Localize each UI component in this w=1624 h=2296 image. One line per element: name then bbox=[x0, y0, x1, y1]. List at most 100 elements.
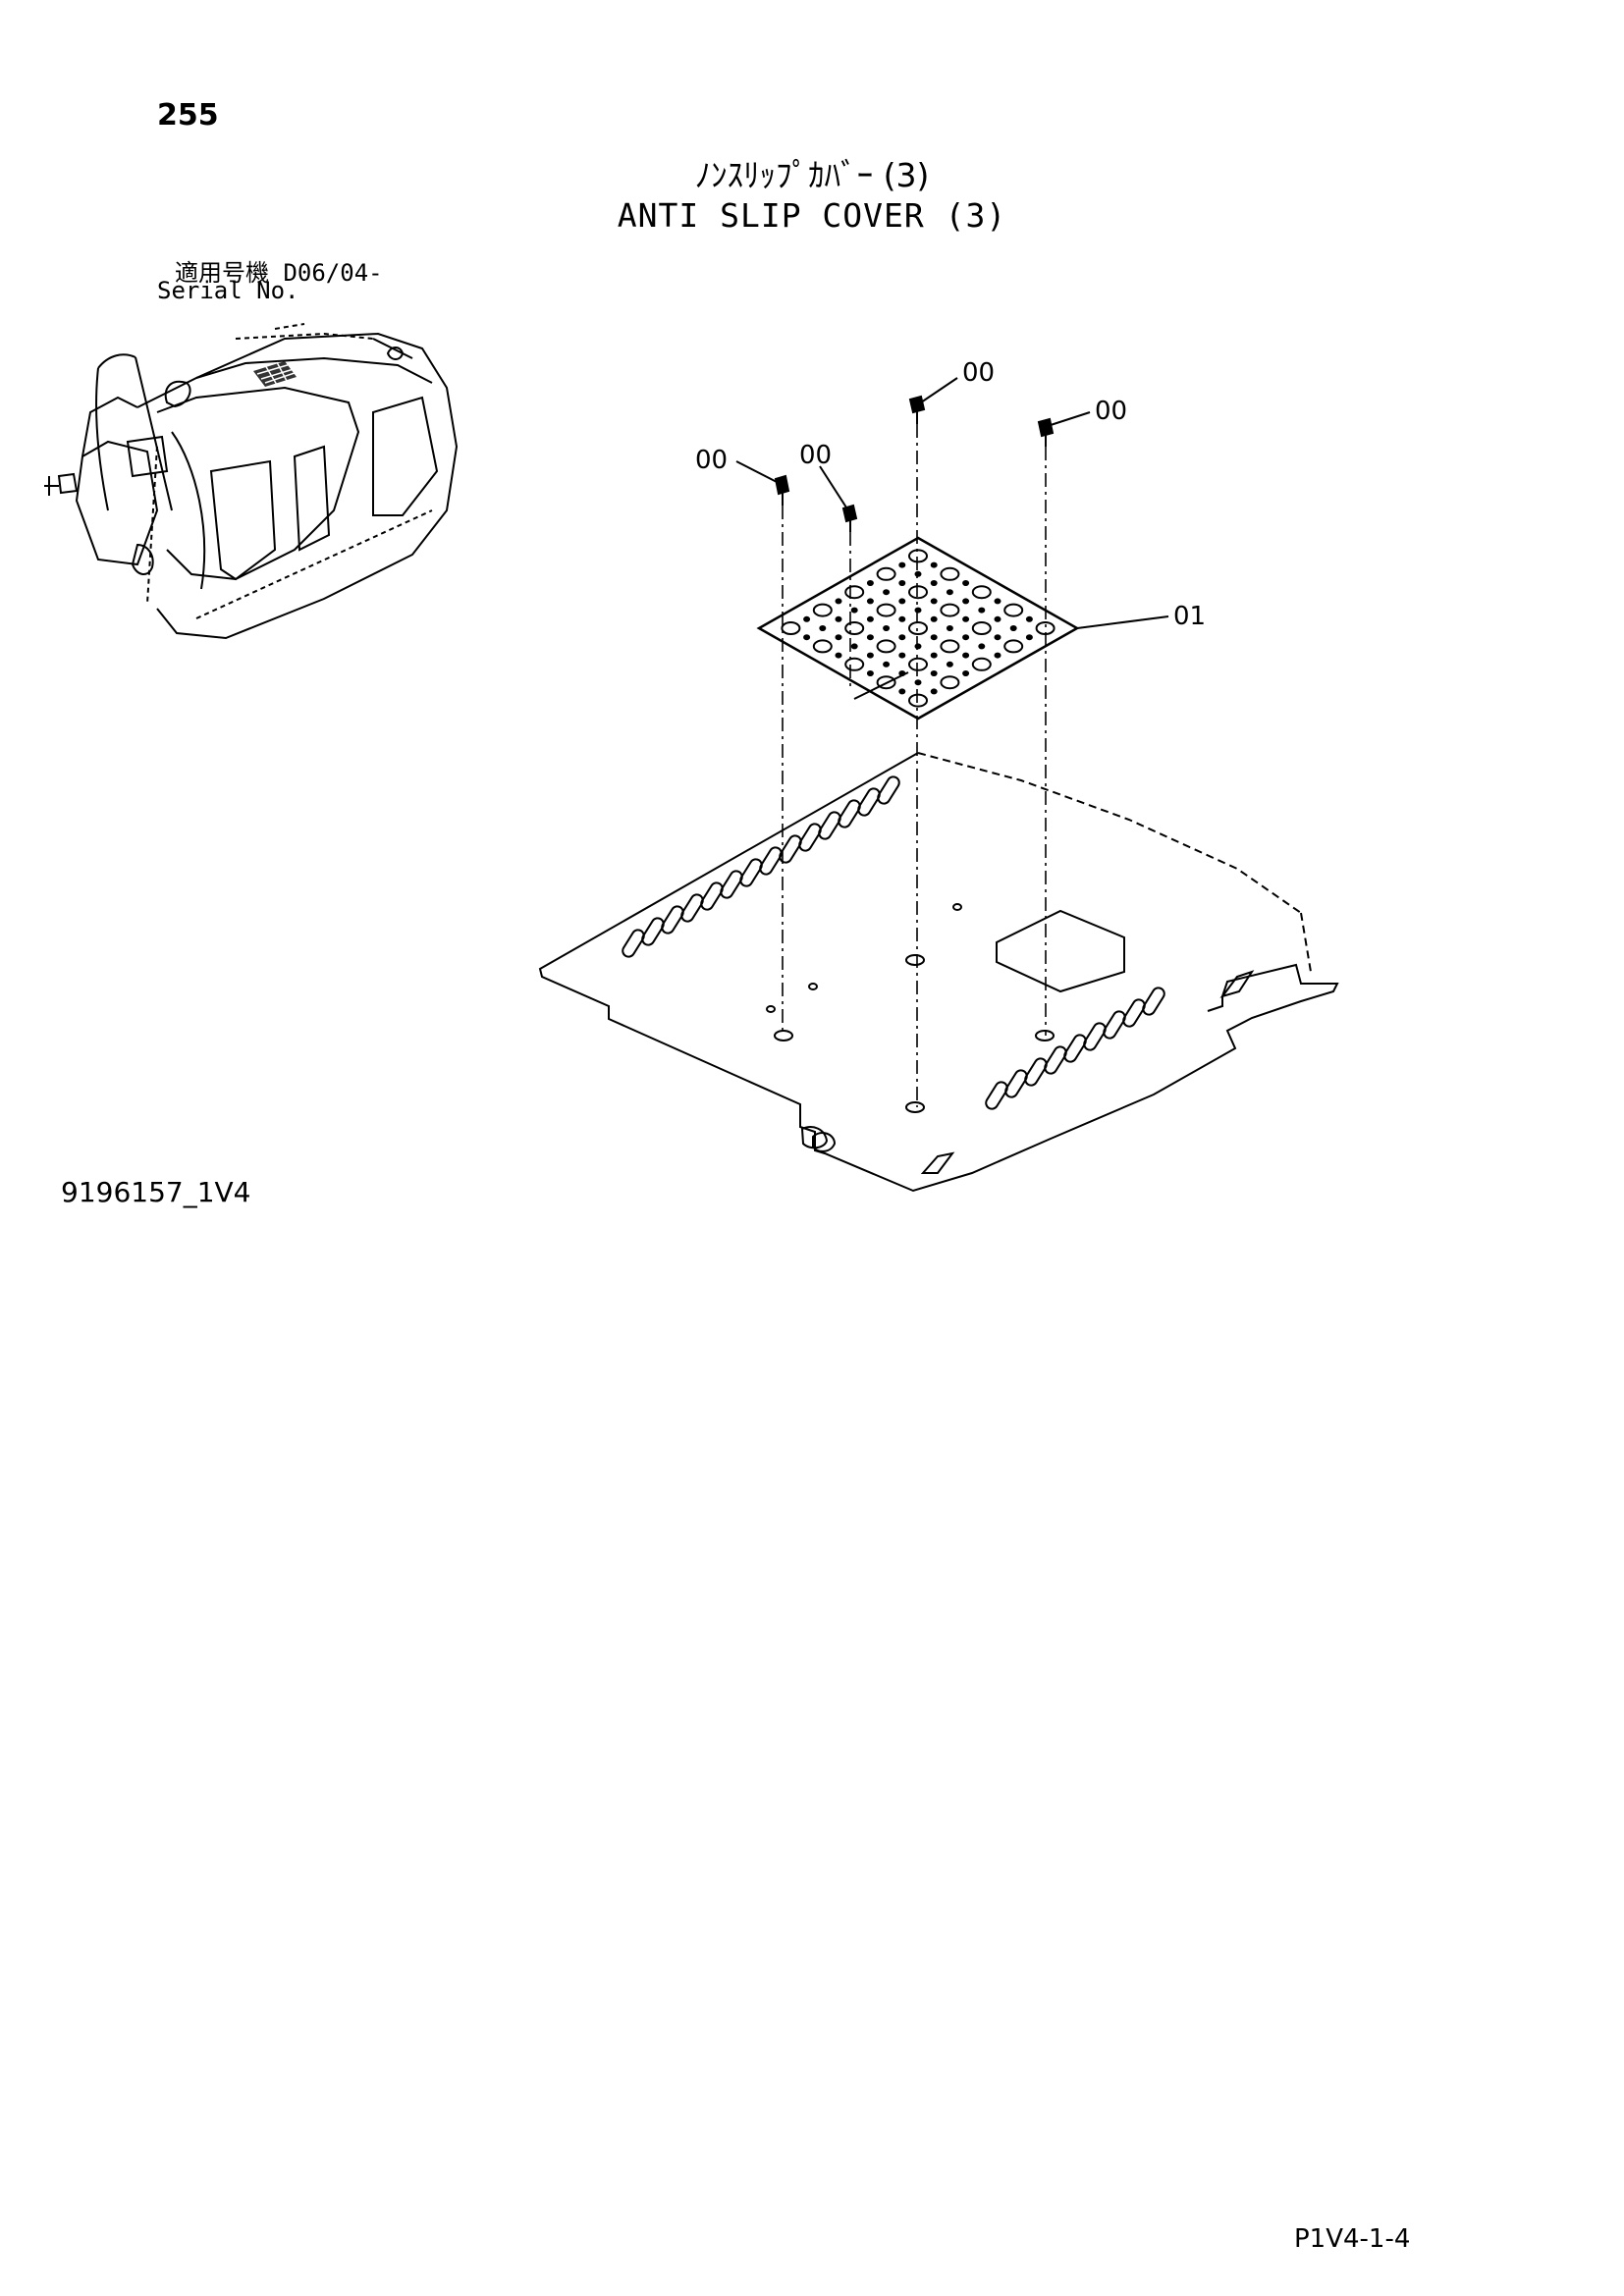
plate-boss bbox=[876, 675, 896, 690]
plate-hole bbox=[803, 634, 811, 641]
callout-bolt-left: 00 bbox=[695, 446, 728, 475]
anti-slip-cover-location-marker bbox=[253, 361, 297, 387]
plate-boss bbox=[908, 585, 928, 600]
plate-hole bbox=[835, 652, 842, 659]
plate-hole bbox=[1025, 634, 1033, 641]
plate-hole bbox=[1025, 615, 1033, 622]
callout-bolt-center: 00 bbox=[962, 358, 995, 388]
plate-boss bbox=[812, 603, 833, 617]
anti-slip-cover-plate bbox=[756, 536, 1080, 721]
plate-hole bbox=[930, 598, 938, 605]
plate-hole bbox=[994, 652, 1001, 659]
plate-hole bbox=[898, 634, 906, 641]
plate-boss bbox=[876, 566, 896, 581]
plate-hole bbox=[898, 580, 906, 586]
plate-hole bbox=[930, 615, 938, 622]
plate-hole bbox=[930, 670, 938, 676]
plate-boss bbox=[971, 657, 992, 671]
plate-boss bbox=[844, 657, 865, 671]
page-code: P1V4-1-4 bbox=[1294, 2224, 1411, 2254]
plate-hole bbox=[835, 598, 842, 605]
plate-hole bbox=[930, 580, 938, 586]
serial-label-english: Serial No. bbox=[157, 277, 299, 304]
plate-boss bbox=[876, 603, 896, 617]
title-english: ANTI SLIP COVER (3) bbox=[617, 196, 1007, 235]
plate-boss bbox=[812, 639, 833, 654]
plate-hole bbox=[962, 652, 970, 659]
plate-boss bbox=[781, 621, 801, 635]
plate-hole bbox=[819, 625, 827, 631]
plate-hole bbox=[946, 589, 953, 596]
plate-boss bbox=[876, 639, 896, 654]
plate-hole bbox=[946, 625, 953, 631]
plate-hole bbox=[994, 615, 1001, 622]
plate-hole bbox=[994, 634, 1001, 641]
plate-hole bbox=[962, 615, 970, 622]
plate-hole bbox=[898, 615, 906, 622]
plate-boss bbox=[908, 657, 928, 671]
plate-boss bbox=[940, 639, 960, 654]
plate-hole bbox=[866, 634, 874, 641]
plate-boss bbox=[1003, 603, 1024, 617]
serial-line-japanese: 適用号機 D06/04- bbox=[175, 253, 383, 288]
plate-hole bbox=[866, 615, 874, 622]
floor-vent-slots-left bbox=[622, 775, 900, 958]
plate-hole bbox=[962, 634, 970, 641]
plate-hole bbox=[835, 615, 842, 622]
plate-boss bbox=[971, 585, 992, 600]
plate-hole bbox=[930, 652, 938, 659]
alignment-lines bbox=[782, 424, 1047, 1107]
plate-hole bbox=[962, 580, 970, 586]
plate-hole bbox=[898, 688, 906, 695]
plate-hole bbox=[962, 598, 970, 605]
plate-boss bbox=[971, 621, 992, 635]
plate-hole bbox=[946, 661, 953, 667]
plate-hole bbox=[962, 670, 970, 676]
plate-hole bbox=[850, 607, 858, 614]
plate-hole bbox=[930, 634, 938, 641]
floor-panel bbox=[538, 752, 1339, 1193]
plate-hole bbox=[866, 652, 874, 659]
title-japanese: ﾉﾝｽﾘｯﾌﾟｶﾊﾞｰ (3) bbox=[694, 156, 930, 194]
plate-boss bbox=[908, 549, 928, 563]
serial-label-japanese: 適用号機 bbox=[175, 259, 269, 287]
plate-hole bbox=[898, 561, 906, 568]
leader-lines bbox=[735, 377, 1169, 629]
plate-hole bbox=[883, 661, 891, 667]
plate-boss bbox=[1003, 639, 1024, 654]
plate-hole bbox=[978, 607, 986, 614]
plate-hole bbox=[835, 634, 842, 641]
serial-value: D06/04- bbox=[283, 259, 383, 287]
plate-hole bbox=[930, 561, 938, 568]
drawing-id: 9196157_1V4 bbox=[61, 1176, 251, 1208]
plate-hole bbox=[866, 598, 874, 605]
plate-boss bbox=[844, 621, 865, 635]
callout-cover: 01 bbox=[1173, 602, 1206, 631]
plate-hole bbox=[978, 643, 986, 650]
plate-boss bbox=[940, 675, 960, 690]
bolt-center-left bbox=[841, 504, 858, 532]
plate-hole bbox=[994, 598, 1001, 605]
plate-hole-pattern bbox=[781, 549, 1056, 708]
plate-hole bbox=[866, 670, 874, 676]
plate-hole bbox=[883, 589, 891, 596]
callout-bolt-right: 00 bbox=[1095, 397, 1127, 426]
bolt-center bbox=[908, 395, 926, 424]
bolt-right bbox=[1037, 417, 1055, 447]
plate-hole bbox=[914, 570, 922, 577]
callout-bolt-center-left: 00 bbox=[799, 441, 832, 470]
plate-hole bbox=[930, 688, 938, 695]
plate-boss bbox=[844, 585, 865, 600]
plate-hole bbox=[866, 580, 874, 586]
plate-boss bbox=[908, 621, 928, 635]
plate-hole bbox=[1009, 625, 1017, 631]
plate-hole bbox=[803, 615, 811, 622]
plate-hole bbox=[898, 652, 906, 659]
plate-boss bbox=[940, 566, 960, 581]
cab-overview-illustration bbox=[44, 323, 459, 640]
plate-hole bbox=[850, 643, 858, 650]
plate-boss bbox=[940, 603, 960, 617]
plate-hole bbox=[898, 598, 906, 605]
page-number: 255 bbox=[157, 98, 219, 133]
